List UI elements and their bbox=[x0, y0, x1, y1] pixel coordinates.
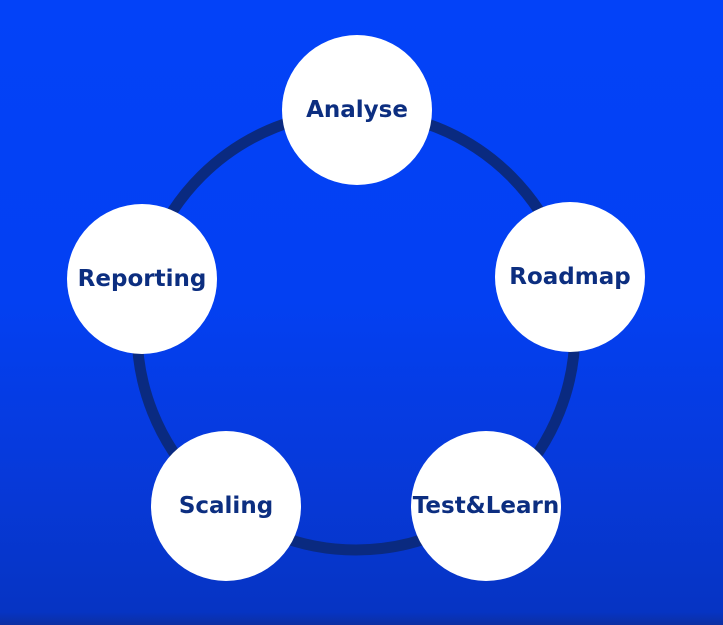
node-scaling: Scaling bbox=[151, 431, 301, 581]
node-label-reporting: Reporting bbox=[77, 266, 207, 292]
node-label-scaling: Scaling bbox=[178, 493, 274, 519]
node-label-test-learn: Test&Learn bbox=[412, 493, 560, 519]
node-reporting: Reporting bbox=[67, 204, 217, 354]
node-test-learn: Test&Learn bbox=[411, 431, 561, 581]
node-roadmap: Roadmap bbox=[495, 202, 645, 352]
node-analyse: Analyse bbox=[282, 35, 432, 185]
node-label-analyse: Analyse bbox=[306, 97, 408, 123]
node-label-roadmap: Roadmap bbox=[509, 264, 631, 290]
